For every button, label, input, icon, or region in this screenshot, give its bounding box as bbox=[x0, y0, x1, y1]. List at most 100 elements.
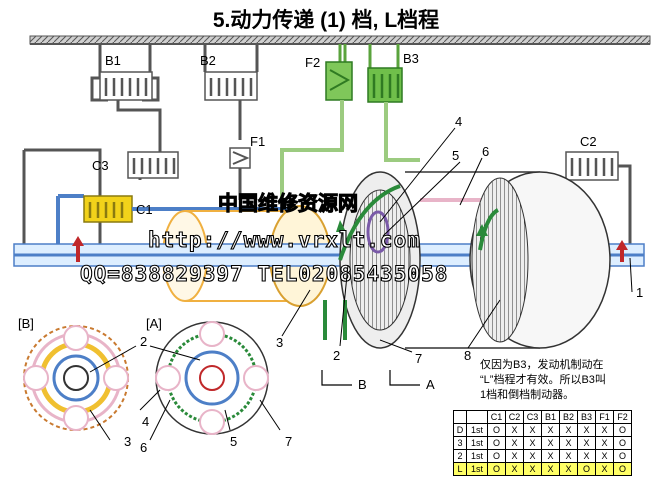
table-cell: X bbox=[559, 436, 578, 450]
label-b3: B3 bbox=[403, 51, 419, 66]
table-cell: O bbox=[613, 436, 632, 450]
gear-cell: 1st bbox=[466, 423, 488, 437]
table-cell: O bbox=[487, 462, 506, 476]
gear-cell: 1st bbox=[466, 436, 488, 450]
section-arrows bbox=[321, 370, 420, 386]
note-line: 仅因为B3，发动机制动在 bbox=[480, 359, 604, 371]
page-title: 5.动力传递 (1) 档, L档程 bbox=[212, 9, 440, 32]
section-view-b bbox=[23, 325, 129, 431]
callout-8: 8 bbox=[464, 348, 471, 363]
label-c3: C3 bbox=[92, 158, 109, 173]
table-cell: X bbox=[577, 423, 596, 437]
table-cell: X bbox=[595, 462, 614, 476]
table-cell: X bbox=[595, 423, 614, 437]
table-row: 2 1st O X X X X X X O bbox=[453, 449, 632, 463]
ring-gear-rear bbox=[405, 171, 611, 349]
clutch-c1 bbox=[56, 194, 300, 246]
table-cell: X bbox=[523, 436, 542, 450]
table-cell: X bbox=[541, 449, 560, 463]
table-cell: O bbox=[577, 462, 596, 476]
table-cell: X bbox=[505, 423, 524, 437]
table-cell: X bbox=[577, 436, 596, 450]
table-cell: X bbox=[595, 436, 614, 450]
label-f1: F1 bbox=[250, 134, 265, 149]
label-c1: C1 bbox=[136, 202, 153, 217]
brake-b3 bbox=[367, 44, 420, 162]
table-cell: X bbox=[541, 436, 560, 450]
gear-cell: 1st bbox=[466, 449, 488, 463]
one-way-clutch-f1 bbox=[229, 147, 251, 200]
range-cell: D bbox=[453, 423, 467, 437]
clutch-drum bbox=[162, 205, 331, 307]
section-view-a bbox=[155, 321, 269, 435]
label-c2: C2 bbox=[580, 134, 597, 149]
red-rotation-arrows bbox=[72, 236, 628, 262]
callout-1: 1 bbox=[636, 285, 643, 300]
table-header-cell: B2 bbox=[559, 410, 578, 424]
table-header-cell: B1 bbox=[541, 410, 560, 424]
label-b2: B2 bbox=[200, 53, 216, 68]
section-arrow-b: B bbox=[358, 377, 367, 392]
callout-5: 5 bbox=[452, 148, 459, 163]
table-header-cell: C2 bbox=[505, 410, 524, 424]
table-header-cell: B3 bbox=[577, 410, 596, 424]
table-cell: X bbox=[595, 449, 614, 463]
transmission-housing bbox=[29, 35, 651, 45]
note-line: “L”档程才有效。所以B3叫 bbox=[480, 374, 606, 386]
callout-2: 2 bbox=[333, 348, 340, 363]
section-callout-5: 5 bbox=[230, 434, 237, 449]
section-callout-6: 6 bbox=[140, 440, 147, 455]
callout-6: 6 bbox=[482, 144, 489, 159]
section-callout-3: 3 bbox=[124, 434, 131, 449]
table-cell: X bbox=[541, 423, 560, 437]
table-cell: X bbox=[505, 462, 524, 476]
section-arrow-a: A bbox=[426, 377, 435, 392]
table-header-cell: C3 bbox=[523, 410, 542, 424]
table-row: 3 1st O X X X X X X O bbox=[453, 436, 632, 450]
table-cell: X bbox=[505, 449, 524, 463]
gear-cell: 1st bbox=[466, 462, 488, 476]
note-line: 1档和倒档制动器。 bbox=[480, 389, 575, 401]
section-label-a: [A] bbox=[146, 316, 162, 331]
table-cell: X bbox=[523, 462, 542, 476]
watermark-line1: 中国维修资源网 bbox=[218, 191, 358, 215]
green-rotation-arrows bbox=[323, 300, 347, 340]
table-cell: X bbox=[559, 423, 578, 437]
callout-4: 4 bbox=[455, 114, 462, 129]
table-cell: X bbox=[541, 462, 560, 476]
section-callout-2: 2 bbox=[140, 334, 147, 349]
table-cell: O bbox=[613, 449, 632, 463]
watermark-line2: http://www.vrxlt.com bbox=[148, 228, 421, 252]
brake-b2 bbox=[203, 44, 259, 140]
range-cell: 2 bbox=[453, 449, 467, 463]
table-header-cell bbox=[453, 410, 467, 424]
engine-brake-note: 仅因为B3，发动机制动在 “L”档程才有效。所以B3叫 1档和倒档制动器。 bbox=[480, 358, 650, 403]
table-cell: O bbox=[487, 423, 506, 437]
section-label-b: [B] bbox=[18, 316, 34, 331]
clutch-application-table: C1 C2 C3 B1 B2 B3 F1 F2 D 1st O X X X X … bbox=[453, 410, 632, 476]
table-row-highlighted: L 1st O X X X X O X O bbox=[453, 462, 632, 476]
table-header-cell: C1 bbox=[487, 410, 506, 424]
table-cell: O bbox=[613, 423, 632, 437]
table-cell: X bbox=[559, 462, 578, 476]
table-cell: X bbox=[505, 436, 524, 450]
callout-lines bbox=[281, 127, 633, 353]
table-cell: X bbox=[559, 449, 578, 463]
callout-7: 7 bbox=[415, 351, 422, 366]
table-row: D 1st O X X X X X X O bbox=[453, 423, 632, 437]
table-cell: O bbox=[613, 462, 632, 476]
table-cell: X bbox=[577, 449, 596, 463]
section-callout-7: 7 bbox=[285, 434, 292, 449]
label-f2: F2 bbox=[305, 55, 320, 70]
table-cell: X bbox=[523, 449, 542, 463]
table-header-cell bbox=[466, 410, 488, 424]
watermark-line3: QQ=838829397 TEL02085435058 bbox=[80, 262, 448, 286]
section-callout-4: 4 bbox=[142, 414, 149, 429]
one-way-clutch-f2 bbox=[280, 44, 353, 200]
section-callout-lines bbox=[89, 345, 281, 441]
table-cell: O bbox=[487, 449, 506, 463]
callout-3: 3 bbox=[276, 335, 283, 350]
table-header-row: C1 C2 C3 B1 B2 B3 F1 F2 bbox=[453, 410, 632, 424]
table-cell: O bbox=[487, 436, 506, 450]
